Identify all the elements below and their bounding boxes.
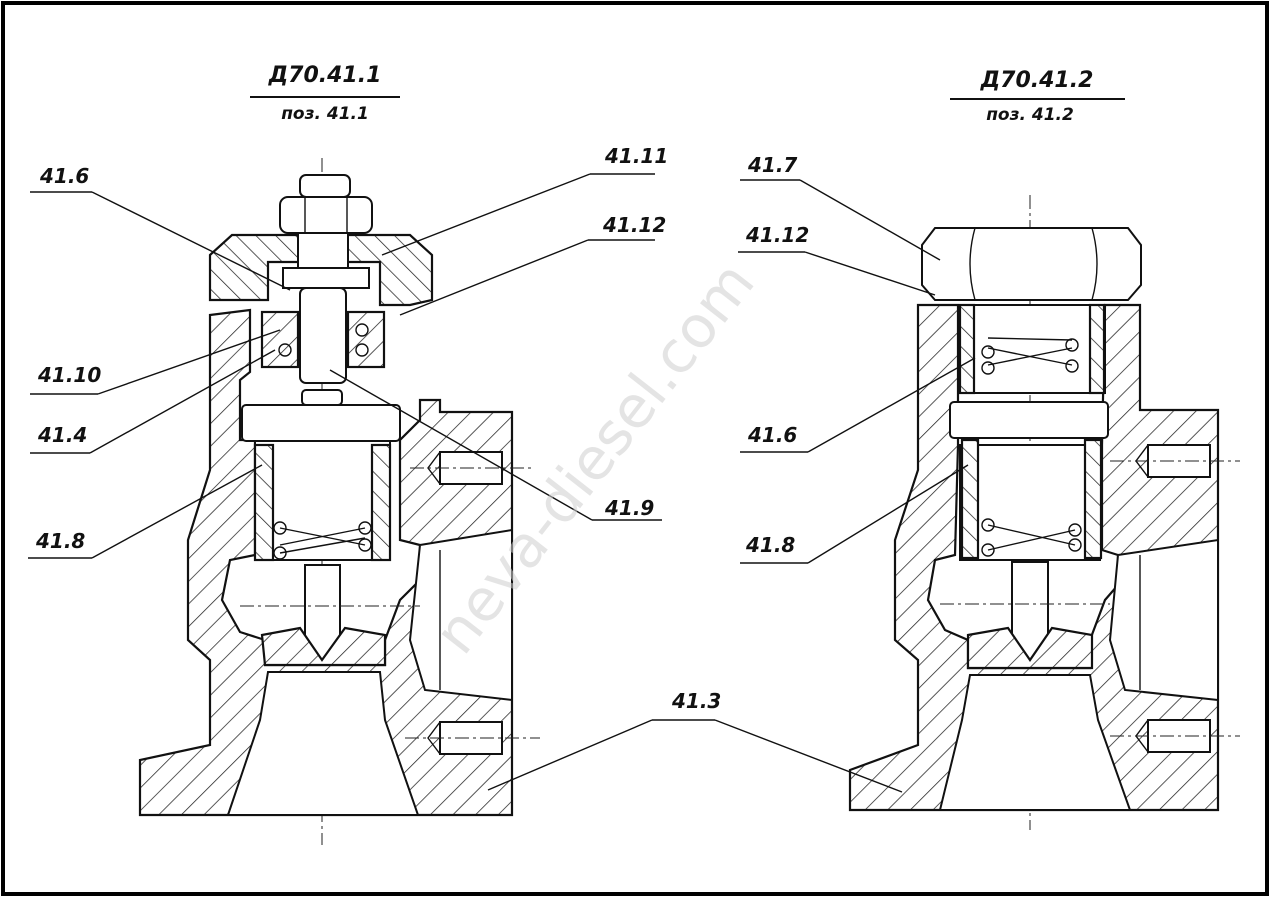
callout-41-12-right: 41.12 — [745, 223, 809, 247]
left-position: поз. 41.1 — [281, 104, 369, 124]
right-designation: Д70.41.2 — [980, 68, 1094, 93]
left-side-port — [408, 528, 513, 702]
right-seat — [966, 626, 1094, 670]
left-plate — [282, 267, 370, 289]
right-hex-nut — [921, 227, 1142, 301]
left-guide — [241, 404, 401, 442]
left-seat — [260, 626, 387, 667]
left-top-nut — [279, 196, 373, 234]
right-callouts: 41.7 41.12 41.6 41.8 — [738, 153, 976, 564]
left-callouts: 41.6 41.10 41.4 41.8 41.11 41.12 41.9 — [28, 144, 668, 559]
left-designation: Д70.41.1 — [268, 63, 382, 88]
right-spring-chamber — [959, 304, 1106, 394]
callout-41-8-left: 41.8 — [35, 529, 85, 553]
callout-41-11: 41.11 — [604, 144, 668, 168]
left-body — [138, 308, 514, 817]
callout-41-3: 41.3 — [671, 689, 721, 713]
shared-callout: 41.3 — [487, 689, 903, 793]
callout-41-8-right: 41.8 — [745, 533, 795, 557]
right-inner-cavity — [959, 444, 1101, 561]
right-lower-spring — [987, 524, 1076, 551]
right-side-port — [1108, 538, 1219, 702]
callout-41-12-left: 41.12 — [602, 213, 666, 237]
right-valve-section: Д70.41.2 поз. 41.2 — [848, 68, 1240, 830]
left-lower-spring — [279, 527, 366, 554]
left-stud-top — [299, 174, 351, 198]
callout-41-6-right: 41.6 — [747, 423, 797, 447]
callout-41-4: 41.4 — [37, 423, 87, 447]
left-stem — [299, 287, 347, 384]
left-outlet-cavity — [226, 671, 420, 816]
callout-41-7: 41.7 — [747, 153, 797, 177]
right-upper-spring — [987, 337, 1073, 366]
right-position: поз. 41.2 — [986, 105, 1074, 125]
right-guide — [949, 401, 1109, 439]
callout-41-9: 41.9 — [604, 496, 654, 520]
right-outlet-cavity — [938, 674, 1132, 811]
callout-41-10: 41.10 — [37, 363, 101, 387]
callout-41-6-left: 41.6 — [39, 164, 89, 188]
left-valve-section: Д70.41.1 поз. 41.1 — [138, 63, 540, 845]
left-cap-nut — [208, 233, 434, 307]
